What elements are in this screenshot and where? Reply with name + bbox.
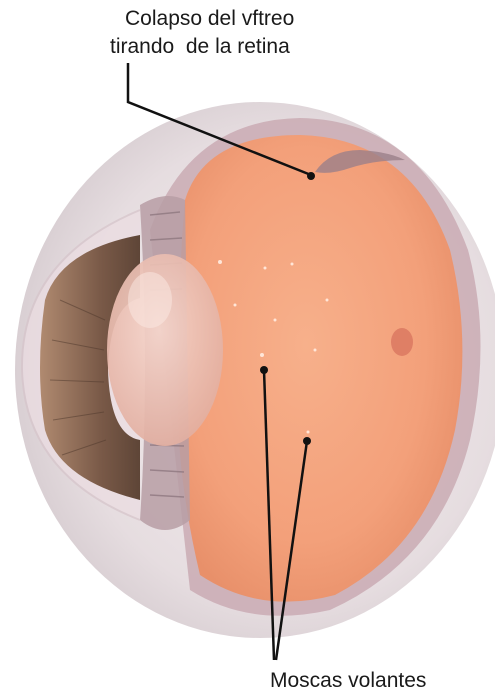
leader-dot-vitreous <box>307 172 315 180</box>
lens-highlight <box>128 272 172 328</box>
macula <box>391 328 413 356</box>
label-floaters: Moscas volantes <box>270 668 426 694</box>
label-vitreous-collapse-line1: Colapso del vftreo <box>125 6 294 32</box>
label-vitreous-collapse-line2: tirando de la retina <box>110 34 290 60</box>
leader-dot-floater-2 <box>303 437 311 445</box>
leader-dot-floater-1 <box>260 366 268 374</box>
